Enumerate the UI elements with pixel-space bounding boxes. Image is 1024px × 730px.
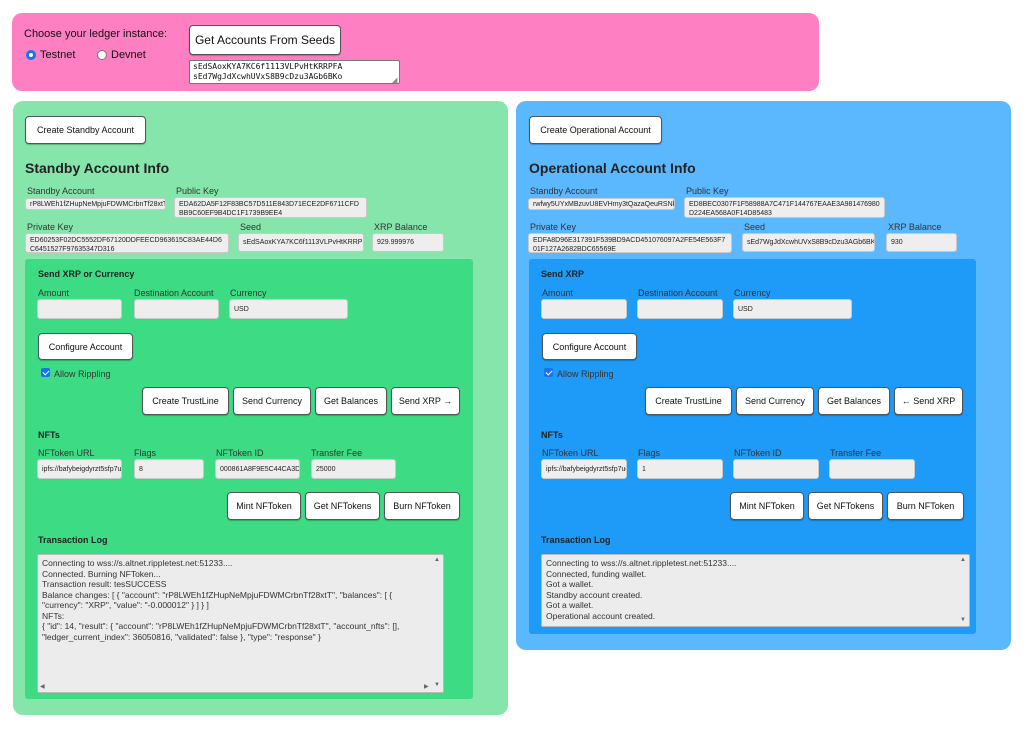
operational-nfts-heading: NFTs <box>541 430 563 440</box>
standby-seed-field[interactable]: sEdSAoxKYA7KC6f1113VLPvHtKRRPFA <box>238 233 364 252</box>
standby-currency-input[interactable]: USD <box>229 299 348 319</box>
standby-account-label: Standby Account <box>27 186 95 196</box>
standby-nft-id-label: NFToken ID <box>216 448 264 458</box>
standby-private-key-field[interactable]: ED60253F02DC5552DF67120DDFEECD963615C83A… <box>25 233 229 253</box>
operational-nft-id-input[interactable] <box>733 459 819 479</box>
standby-amount-input[interactable] <box>37 299 122 319</box>
standby-log-scroll-left-icon[interactable]: ◀ <box>40 684 45 690</box>
operational-amount-label: Amount <box>542 288 574 298</box>
standby-send-currency-button[interactable]: Send Currency <box>233 387 311 415</box>
operational-create-trustline-button[interactable]: Create TrustLine <box>645 387 732 415</box>
devnet-radio[interactable] <box>97 50 107 60</box>
operational-currency-label: Currency <box>734 288 771 298</box>
operational-allow-rippling-checkbox[interactable] <box>544 368 553 377</box>
standby-get-nftokens-button[interactable]: Get NFTokens <box>305 492 380 520</box>
standby-heading: Standby Account Info <box>25 160 170 176</box>
standby-destination-input[interactable] <box>134 299 219 319</box>
operational-burn-nftoken-button[interactable]: Burn NFToken <box>887 492 964 520</box>
operational-nft-url-input[interactable]: ipfs://bafybeigdyrzt5sfp7udm7hu76uh7y26n… <box>541 459 627 479</box>
operational-transfer-fee-input[interactable] <box>829 459 915 479</box>
operational-destination-label: Destination Account <box>638 288 718 298</box>
standby-xrp-balance-label: XRP Balance <box>374 222 428 232</box>
standby-configure-account-button[interactable]: Configure Account <box>38 333 133 360</box>
resize-handle-icon[interactable]: ◢ <box>392 77 398 84</box>
standby-transaction-log[interactable]: Connecting to wss://s.altnet.rippletest.… <box>37 554 444 693</box>
standby-public-key-field[interactable]: EDA62DA5F12F83BC57D511E843D71ECE2DF6711C… <box>174 197 367 218</box>
standby-log-heading: Transaction Log <box>38 535 108 545</box>
operational-get-balances-button[interactable]: Get Balances <box>818 387 890 415</box>
operational-allow-rippling-label: Allow Rippling <box>557 369 614 379</box>
operational-get-nftokens-button[interactable]: Get NFTokens <box>808 492 883 520</box>
get-accounts-from-seeds-button[interactable]: Get Accounts From Seeds <box>189 25 341 55</box>
standby-send-heading: Send XRP or Currency <box>38 269 135 279</box>
operational-seed-label: Seed <box>744 222 766 232</box>
standby-log-scroll-down-icon[interactable]: ▼ <box>434 682 440 688</box>
operational-xrp-balance-field[interactable]: 930 <box>886 233 957 252</box>
standby-create-trustline-button[interactable]: Create TrustLine <box>142 387 229 415</box>
standby-allow-rippling-checkbox[interactable] <box>41 368 50 377</box>
standby-nft-url-input[interactable]: ipfs://bafybeigdyrzt5sfp7udm7hu76uh7y26n… <box>37 459 122 479</box>
standby-mint-nftoken-button[interactable]: Mint NFToken <box>227 492 301 520</box>
operational-log-heading: Transaction Log <box>541 535 611 545</box>
operational-configure-account-button[interactable]: Configure Account <box>542 333 637 360</box>
standby-private-key-label: Private Key <box>27 222 74 232</box>
standby-transfer-fee-label: Transfer Fee <box>311 448 363 458</box>
ledger-title: Choose your ledger instance: <box>24 28 168 40</box>
standby-transfer-fee-input[interactable]: 25000 <box>311 459 396 479</box>
standby-destination-label: Destination Account <box>134 288 214 298</box>
operational-seed-field[interactable]: sEd7WgJdXcwhUVxS8B9cDzu3AGb6BKo <box>742 233 875 252</box>
operational-public-key-field[interactable]: ED8BEC0307F1F58988A7C471F144767EAAE3A981… <box>684 197 885 218</box>
standby-public-key-label: Public Key <box>176 186 219 196</box>
standby-allow-rippling-label: Allow Rippling <box>54 369 111 379</box>
standby-amount-label: Amount <box>38 288 70 298</box>
standby-seed-label: Seed <box>240 222 262 232</box>
standby-flags-input[interactable]: 8 <box>134 459 204 479</box>
standby-get-balances-button[interactable]: Get Balances <box>315 387 387 415</box>
standby-send-xrp-button[interactable]: Send XRP → <box>391 387 460 415</box>
operational-currency-input[interactable]: USD <box>733 299 852 319</box>
operational-transaction-log[interactable]: Connecting to wss://s.altnet.rippletest.… <box>541 554 970 627</box>
standby-burn-nftoken-button[interactable]: Burn NFToken <box>384 492 460 520</box>
create-operational-account-button[interactable]: Create Operational Account <box>529 116 662 144</box>
standby-xrp-balance-field[interactable]: 929.999976 <box>372 233 444 252</box>
create-standby-account-button[interactable]: Create Standby Account <box>25 116 146 144</box>
standby-nft-url-label: NFToken URL <box>38 448 95 458</box>
standby-flags-label: Flags <box>134 448 157 458</box>
operational-account-field[interactable]: rwfwy5UYxMBzuvU8EVHmy3tQazaQeuRSNk <box>528 198 675 210</box>
operational-destination-input[interactable] <box>637 299 723 319</box>
operational-nft-url-label: NFToken URL <box>542 448 599 458</box>
operational-private-key-label: Private Key <box>530 222 577 232</box>
operational-send-heading: Send XRP <box>541 269 585 279</box>
operational-account-label: Standby Account <box>530 186 598 196</box>
operational-nft-id-label: NFToken ID <box>734 448 782 458</box>
operational-private-key-field[interactable]: EDFA8D96E317391F539BD9ACD451076097A2FE54… <box>528 233 732 253</box>
operational-xrp-balance-label: XRP Balance <box>888 222 942 232</box>
standby-nfts-heading: NFTs <box>38 430 60 440</box>
operational-log-scroll-up-icon[interactable]: ▲ <box>960 557 966 563</box>
seeds-textarea[interactable]: sEdSAoxKYA7KC6f1113VLPvHtKRRPFA sEd7WgJd… <box>189 60 400 84</box>
operational-mint-nftoken-button[interactable]: Mint NFToken <box>730 492 804 520</box>
operational-flags-label: Flags <box>638 448 661 458</box>
testnet-label: Testnet <box>40 49 76 61</box>
operational-public-key-label: Public Key <box>686 186 729 196</box>
operational-heading: Operational Account Info <box>529 160 696 176</box>
operational-transfer-fee-label: Transfer Fee <box>830 448 882 458</box>
standby-log-scroll-right-icon[interactable]: ▶ <box>424 684 429 690</box>
operational-send-xrp-button[interactable]: ← Send XRP <box>894 387 963 415</box>
operational-flags-input[interactable]: 1 <box>637 459 723 479</box>
standby-log-scroll-up-icon[interactable]: ▲ <box>434 557 440 563</box>
operational-log-scroll-down-icon[interactable]: ▼ <box>960 617 966 623</box>
devnet-label: Devnet <box>111 49 146 61</box>
standby-currency-label: Currency <box>230 288 267 298</box>
testnet-radio[interactable] <box>26 50 36 60</box>
standby-nft-id-input[interactable]: 000861A8F9E5C44CA3DF <box>215 459 300 479</box>
operational-amount-input[interactable] <box>541 299 627 319</box>
standby-account-field[interactable]: rP8LWEh1fZHupNeMpjuFDWMCrbnTf28xtT <box>25 198 166 210</box>
ledger-panel <box>12 13 819 91</box>
operational-send-currency-button[interactable]: Send Currency <box>736 387 814 415</box>
